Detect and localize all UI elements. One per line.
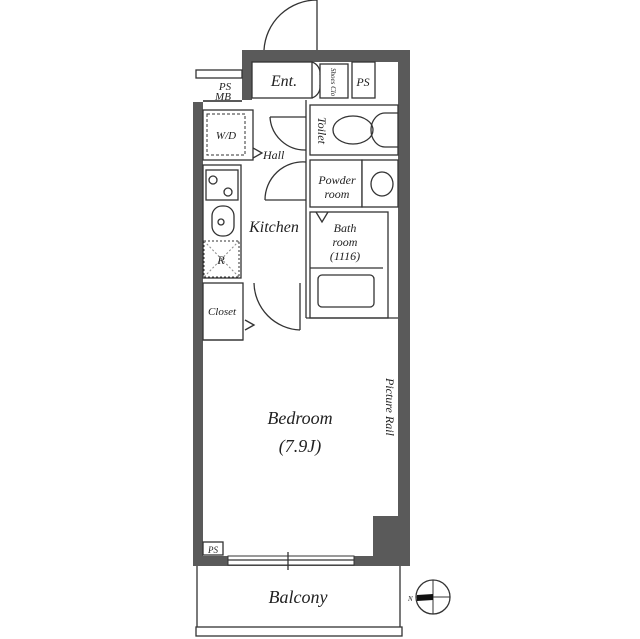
- balcony-label: Balcony: [269, 587, 328, 607]
- closet: [202, 282, 244, 341]
- fridge-cross: [203, 240, 240, 278]
- hall-label: Hall: [262, 148, 285, 162]
- north-label: N: [407, 595, 413, 603]
- sink-counter: [361, 159, 399, 208]
- entrance-label: Ent.: [270, 73, 297, 90]
- balcony-sides: [196, 566, 401, 627]
- ps-mb-shelf: [195, 69, 243, 79]
- bath-door-icon: [315, 211, 329, 224]
- entrance-door: [263, 0, 318, 51]
- ps-top: [351, 61, 376, 99]
- burner-icon: [208, 175, 218, 185]
- entrance: [251, 61, 313, 99]
- bathroom: [309, 211, 389, 319]
- bath-size: (1116): [330, 249, 360, 263]
- ps-bottom: [202, 541, 224, 556]
- powder-door: [264, 161, 307, 201]
- bedroom-label: Bedroom: [267, 408, 332, 428]
- ps-bottom-label: PS: [207, 545, 218, 555]
- drain-icon: [217, 218, 225, 226]
- bedroom-size: (7.9J): [279, 436, 321, 457]
- north-compass-icon: N: [407, 579, 451, 615]
- bath-label: Bath: [334, 221, 357, 235]
- walls: [193, 50, 410, 566]
- toilet-tank-icon: [370, 112, 398, 148]
- wd-label: W/D: [216, 130, 236, 142]
- shoe-closet: [319, 63, 349, 99]
- ps-top-label: PS: [355, 75, 369, 89]
- sink-icon: [370, 171, 394, 197]
- powder-label-2: room: [325, 187, 350, 201]
- picture-rail-label: Picture Rail: [383, 377, 397, 437]
- kitchen-sink-icon: [211, 205, 235, 237]
- powder-label: Powder: [317, 173, 356, 187]
- powder-room: [309, 159, 363, 208]
- shoe-closet-door: [311, 61, 321, 99]
- ps-mb-label-2: MB: [214, 91, 231, 103]
- balcony-rail: [195, 626, 403, 637]
- toilet-bowl-icon: [332, 115, 374, 145]
- bathtub-icon: [317, 274, 375, 308]
- shoe-closet-label: Shoes Clo: [329, 68, 337, 97]
- closet-arrow-icon: [244, 319, 256, 331]
- closet-label: Closet: [208, 306, 237, 318]
- stove: [205, 169, 239, 201]
- washer-outline: [206, 113, 246, 156]
- bath-label-2: room: [333, 235, 358, 249]
- fridge-label: R: [216, 253, 225, 267]
- hall-arrow-icon: [252, 147, 264, 159]
- bedroom-door: [253, 282, 301, 331]
- ps-mb-label: PS: [218, 81, 232, 93]
- kitchen-label: Kitchen: [248, 219, 299, 236]
- toilet-label: Toilet: [315, 117, 329, 145]
- burner-icon: [223, 187, 233, 197]
- toilet-door: [269, 116, 307, 151]
